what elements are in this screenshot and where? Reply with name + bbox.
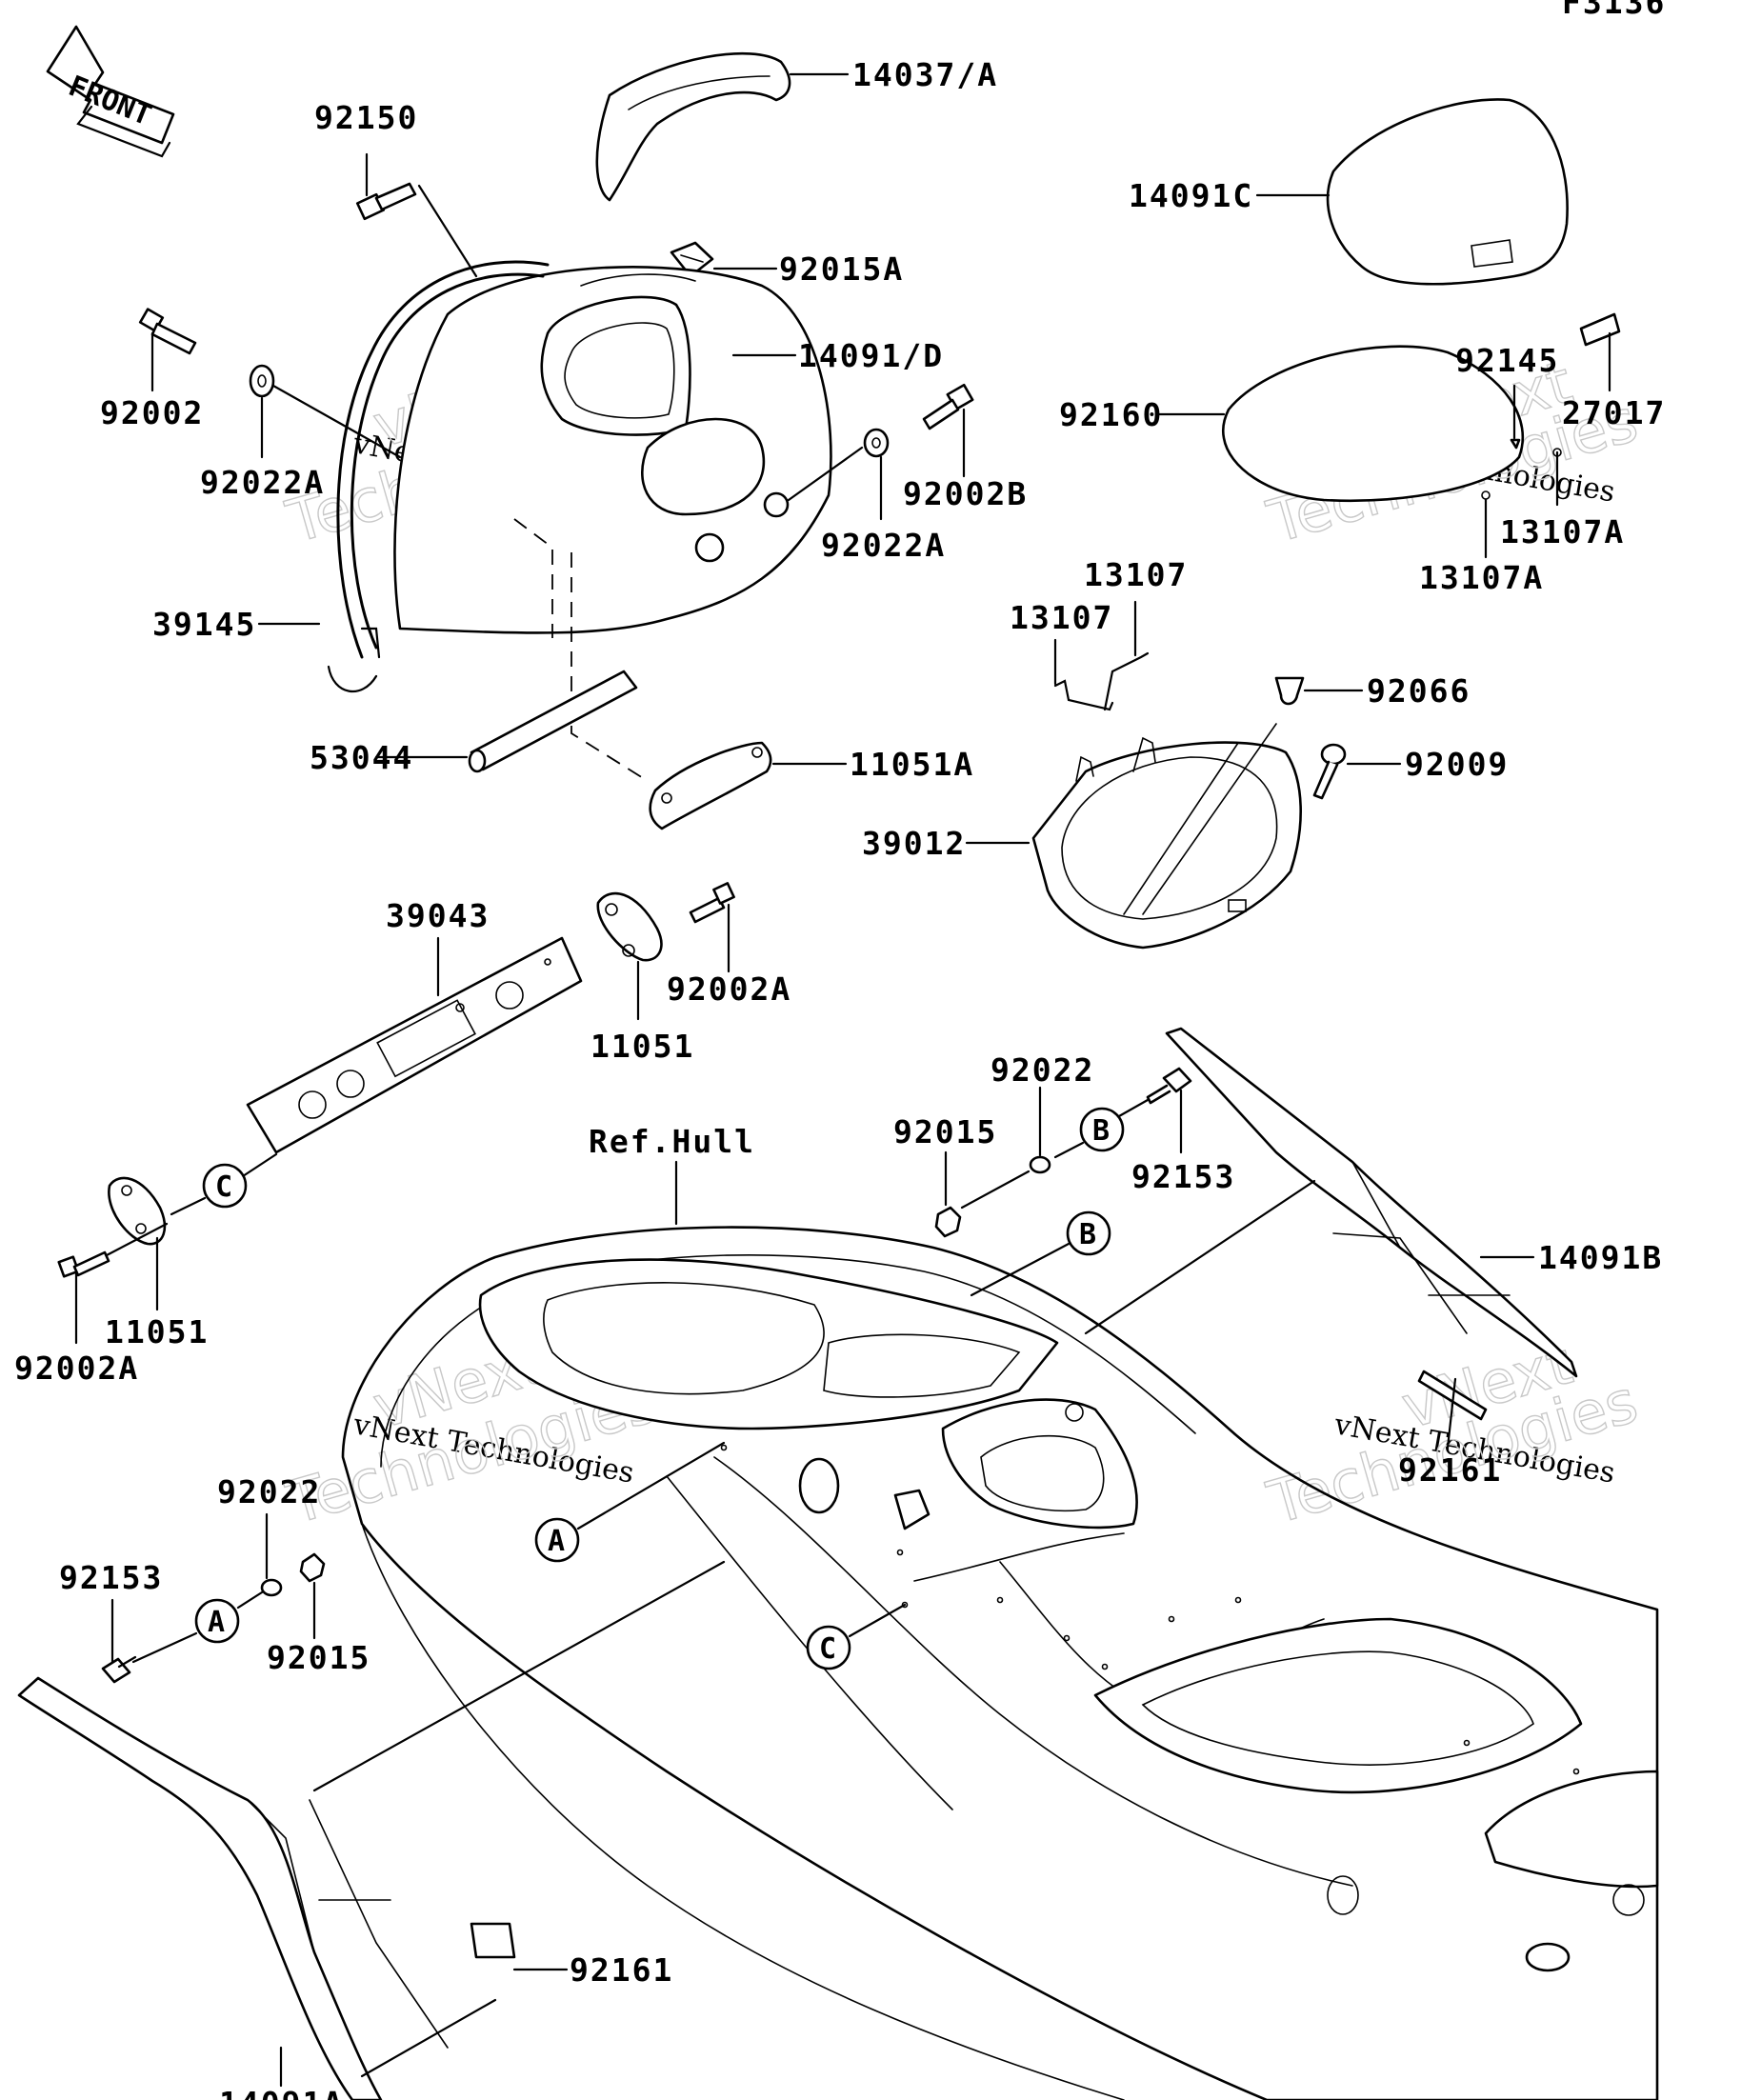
label-92066: 92066 [1367, 672, 1471, 710]
part-11051A [649, 741, 772, 830]
part-14091A [17, 1676, 516, 2100]
part-39043 [246, 936, 583, 1154]
label-11051A: 11051A [850, 746, 974, 783]
label-11051-left: 11051 [105, 1313, 209, 1350]
part-13107A-lower [1481, 490, 1491, 500]
label-13107A-lower: 13107A [1419, 559, 1544, 596]
part-92153-mid [1146, 1067, 1192, 1105]
label-92015-low: 92015 [267, 1639, 370, 1676]
label-53044: 53044 [310, 739, 413, 776]
part-92160 [1221, 345, 1525, 503]
label-14091D: 14091/D [798, 337, 944, 374]
part-11051-left [108, 1176, 167, 1246]
label-39012: 39012 [862, 825, 966, 862]
part-14091B [1165, 1027, 1578, 1421]
label-92161-right: 92161 [1398, 1451, 1502, 1489]
part-14091C [1326, 98, 1569, 286]
label-92022A-left: 92022A [200, 464, 325, 501]
label-92022-mid: 92022 [991, 1051, 1094, 1089]
part-39145 [327, 260, 550, 693]
part-92066 [1274, 676, 1305, 706]
part-92145 [1510, 438, 1521, 450]
figure-code: F3136 [1562, 0, 1666, 21]
label-92002: 92002 [100, 394, 204, 431]
part-92022-low [260, 1578, 283, 1597]
part-14091D [393, 266, 832, 634]
callout-C-hull [806, 1625, 851, 1670]
callout-C-top-label: C [215, 1170, 232, 1204]
label-92015A: 92015A [779, 250, 904, 288]
callout-A-low-label: A [208, 1606, 225, 1639]
part-92002A-mid [689, 882, 735, 924]
callout-B-top-label: B [1092, 1114, 1110, 1148]
label-92153-mid: 92153 [1131, 1158, 1235, 1195]
part-13107-pair [1053, 651, 1150, 711]
label-39145: 39145 [152, 606, 256, 643]
label-14091B: 14091B [1538, 1239, 1663, 1276]
label-27017: 27017 [1562, 394, 1666, 431]
label-14037A: 14037/A [852, 56, 998, 93]
label-92153-low: 92153 [59, 1559, 163, 1596]
part-92150 [355, 182, 417, 221]
callout-A-low [194, 1598, 240, 1644]
label-ref-hull: Ref.Hull [589, 1123, 755, 1160]
label-92161-low: 92161 [570, 1951, 673, 1989]
label-14091A: 14091A [219, 2085, 344, 2100]
label-39043: 39043 [386, 897, 490, 934]
hull-reference [341, 1226, 1659, 2100]
part-39012 [1031, 723, 1302, 950]
callout-A-hull-label: A [548, 1525, 565, 1558]
label-11051-mid: 11051 [590, 1028, 694, 1065]
part-92022A-left [249, 364, 275, 398]
label-92002A-mid: 92002A [667, 970, 791, 1008]
part-92002A-left [57, 1250, 110, 1278]
part-11051-mid [596, 891, 663, 962]
label-92009: 92009 [1405, 746, 1509, 783]
part-92002B [922, 383, 974, 430]
label-92160: 92160 [1059, 396, 1163, 433]
part-14037A [595, 51, 791, 202]
callout-B-hull [1066, 1210, 1111, 1256]
callout-A-hull [534, 1517, 580, 1563]
label-92022A-right: 92022A [821, 527, 946, 564]
label-92150: 92150 [314, 99, 418, 136]
callout-B-top [1079, 1107, 1125, 1152]
part-92022-mid [1029, 1155, 1051, 1174]
label-13107-right: 13107 [1084, 556, 1188, 593]
callout-C-hull-label: C [819, 1632, 836, 1666]
part-92015-low [299, 1552, 326, 1583]
label-92002A-left: 92002A [14, 1350, 139, 1387]
label-92015-mid: 92015 [893, 1113, 997, 1150]
part-27017 [1579, 312, 1621, 347]
label-13107-left: 13107 [1010, 599, 1113, 636]
label-14091C: 14091C [1129, 177, 1253, 214]
part-13107A-upper [1552, 448, 1562, 457]
callout-B-hull-label: B [1079, 1218, 1096, 1251]
part-92015-mid [934, 1206, 962, 1238]
part-92002 [138, 308, 197, 355]
label-13107A-upper: 13107A [1500, 513, 1625, 550]
front-arrow-icon: FRONT [46, 25, 175, 158]
part-53044 [468, 670, 638, 773]
label-92022-low: 92022 [217, 1473, 321, 1510]
label-92002B: 92002B [903, 475, 1028, 512]
watermark-mid-right: vNext Technologies vNext Technologies [1259, 1328, 1645, 1539]
part-92009 [1312, 743, 1347, 800]
callout-C-top [202, 1163, 248, 1209]
label-92145: 92145 [1455, 342, 1559, 379]
part-92022A-right [863, 428, 890, 458]
part-92153-low [101, 1655, 137, 1684]
